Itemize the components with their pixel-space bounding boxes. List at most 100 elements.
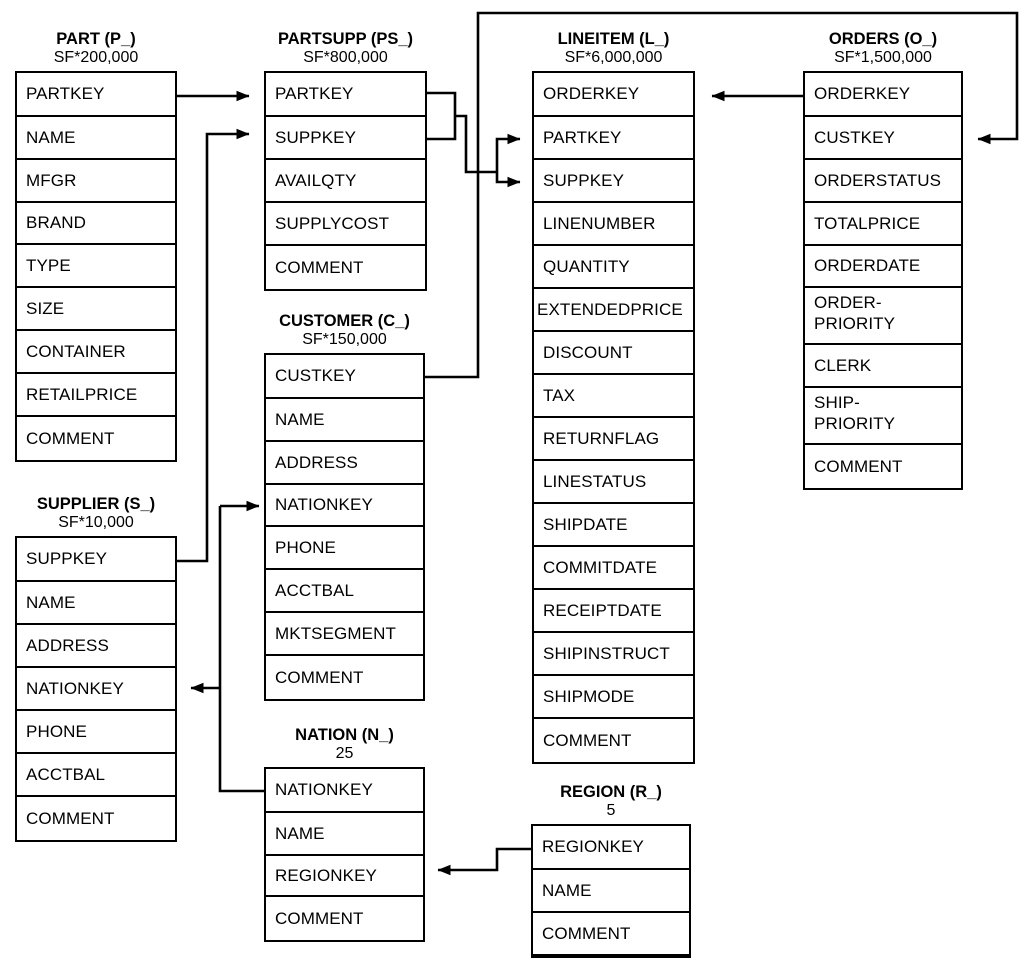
field-partsupp-availqty[interactable]: AVAILQTY — [266, 160, 425, 203]
field-part-type[interactable]: TYPE — [17, 245, 175, 288]
field-orders-orderkey[interactable]: ORDERKEY — [805, 73, 961, 117]
field-customer-nationkey[interactable]: NATIONKEY — [266, 485, 423, 527]
field-supplier-comment[interactable]: COMMENT — [26, 808, 115, 828]
wire-partsupp-partkey-stub — [427, 91, 457, 141]
field-partsupp-comment[interactable]: COMMENT — [275, 257, 364, 277]
entity-part-title: PART (P_) — [56, 30, 136, 48]
entity-supplier[interactable]: SUPPLIER (S_) SF*10,000 SUPPKEY NAME ADD… — [15, 494, 177, 842]
field-partsupp-supplycost[interactable]: SUPPLYCOST — [266, 203, 425, 246]
entity-lineitem-box: ORDERKEY PARTKEY SUPPKEY LINENUMBER QUAN… — [532, 71, 695, 764]
entity-part-box: PARTKEY NAME MFGR BRAND TYPE SIZE CONTAI… — [15, 71, 177, 462]
entity-part-cardinality: SF*200,000 — [53, 49, 139, 66]
field-part-container[interactable]: CONTAINER — [17, 331, 175, 374]
field-lineitem-returnflag[interactable]: RETURNFLAG — [534, 418, 693, 461]
field-lineitem-receiptdate[interactable]: RECEIPTDATE — [534, 590, 693, 633]
field-part-mfgr[interactable]: MFGR — [17, 160, 175, 203]
entity-customer-title: CUSTOMER (C_) — [279, 312, 410, 330]
entity-region-cardinality: 5 — [606, 802, 616, 819]
field-partsupp-suppkey[interactable]: SUPPKEY — [266, 117, 425, 160]
field-lineitem-linenumber[interactable]: LINENUMBER — [534, 203, 693, 246]
entity-customer-box: CUSTKEY NAME ADDRESS NATIONKEY PHONE ACC… — [264, 353, 425, 701]
field-part-brand[interactable]: BRAND — [17, 203, 175, 245]
entity-orders-box: ORDERKEY CUSTKEY ORDERSTATUS TOTALPRICE … — [803, 71, 963, 490]
field-supplier-nationkey[interactable]: NATIONKEY — [17, 668, 175, 711]
entity-lineitem[interactable]: LINEITEM (L_) SF*6,000,000 ORDERKEY PART… — [532, 29, 695, 764]
field-nation-comment[interactable]: COMMENT — [275, 908, 364, 928]
field-part-retailprice[interactable]: RETAILPRICE — [17, 374, 175, 417]
field-supplier-acctbal[interactable]: ACCTBAL — [17, 754, 175, 797]
field-supplier-name[interactable]: NAME — [17, 582, 175, 625]
entity-lineitem-cardinality: SF*6,000,000 — [564, 49, 663, 66]
field-orders-totalprice[interactable]: TOTALPRICE — [805, 203, 961, 246]
wire-partsupp-branch-trunk — [455, 114, 497, 174]
entity-orders-title: ORDERS (O_) — [828, 30, 938, 48]
field-orders-orderdate[interactable]: ORDERDATE — [805, 246, 961, 288]
field-lineitem-discount[interactable]: DISCOUNT — [534, 332, 693, 375]
entity-region-title: REGION (R_) — [560, 783, 662, 801]
entity-partsupp-box: PARTKEY SUPPKEY AVAILQTY SUPPLYCOST COMM… — [264, 71, 427, 291]
entity-customer-cardinality: SF*150,000 — [302, 331, 387, 348]
field-part-size[interactable]: SIZE — [17, 288, 175, 331]
field-customer-name[interactable]: NAME — [266, 399, 423, 442]
wire-region-to-nation — [437, 847, 531, 876]
field-orders-shippriority[interactable]: SHIP- PRIORITY — [805, 388, 961, 445]
field-customer-mktsegment[interactable]: MKTSEGMENT — [266, 613, 423, 656]
field-lineitem-partkey[interactable]: PARTKEY — [534, 117, 693, 160]
entity-nation-box: NATIONKEY NAME REGIONKEY COMMENT — [264, 767, 425, 942]
field-lineitem-commitdate[interactable]: COMMITDATE — [534, 547, 693, 590]
wire-supplier-to-partsupp — [177, 128, 250, 563]
wire-partsupp-to-lineitem-suppkey — [495, 172, 521, 188]
field-orders-orderstatus[interactable]: ORDERSTATUS — [805, 160, 961, 203]
wire-nation-trunk — [218, 506, 264, 793]
entity-customer[interactable]: CUSTOMER (C_) SF*150,000 CUSTKEY NAME AD… — [264, 311, 425, 701]
field-orders-custkey[interactable]: CUSTKEY — [805, 117, 961, 160]
field-lineitem-suppkey[interactable]: SUPPKEY — [534, 160, 693, 203]
entity-supplier-box: SUPPKEY NAME ADDRESS NATIONKEY PHONE ACC… — [15, 536, 177, 842]
field-part-name[interactable]: NAME — [17, 117, 175, 160]
entity-region[interactable]: REGION (R_) 5 REGIONKEY NAME COMMENT — [531, 782, 691, 958]
field-lineitem-shipinstruct[interactable]: SHIPINSTRUCT — [534, 633, 693, 676]
field-lineitem-comment[interactable]: COMMENT — [543, 730, 632, 750]
field-part-comment[interactable]: COMMENT — [26, 428, 115, 448]
field-lineitem-quantity[interactable]: QUANTITY — [534, 246, 693, 289]
field-customer-acctbal[interactable]: ACCTBAL — [266, 570, 423, 613]
entity-supplier-cardinality: SF*10,000 — [58, 514, 134, 531]
field-customer-address[interactable]: ADDRESS — [266, 442, 423, 485]
field-lineitem-orderkey[interactable]: ORDERKEY — [534, 73, 693, 117]
field-region-name[interactable]: NAME — [533, 870, 689, 913]
field-lineitem-tax[interactable]: TAX — [534, 375, 693, 418]
entity-partsupp-cardinality: SF*800,000 — [303, 49, 388, 66]
entity-nation[interactable]: NATION (N_) 25 NATIONKEY NAME REGIONKEY … — [264, 725, 425, 942]
field-supplier-phone[interactable]: PHONE — [17, 711, 175, 754]
entity-lineitem-title: LINEITEM (L_) — [557, 30, 670, 48]
field-customer-comment[interactable]: COMMENT — [275, 667, 364, 687]
entity-orders[interactable]: ORDERS (O_) SF*1,500,000 ORDERKEY CUSTKE… — [803, 29, 963, 490]
field-orders-comment[interactable]: COMMENT — [814, 456, 903, 476]
field-region-comment[interactable]: COMMENT — [533, 913, 689, 956]
wire-partsupp-to-lineitem-partkey — [495, 133, 521, 172]
entity-nation-title: NATION (N_) — [295, 726, 394, 744]
entity-part[interactable]: PART (P_) SF*200,000 PARTKEY NAME MFGR B… — [15, 29, 177, 462]
field-orders-clerk[interactable]: CLERK — [805, 345, 961, 388]
field-supplier-suppkey[interactable]: SUPPKEY — [17, 538, 175, 582]
field-lineitem-shipdate[interactable]: SHIPDATE — [534, 504, 693, 547]
field-partsupp-partkey[interactable]: PARTKEY — [266, 73, 425, 117]
entity-region-box: REGIONKEY NAME COMMENT — [531, 824, 691, 958]
field-nation-nationkey[interactable]: NATIONKEY — [266, 769, 423, 813]
field-region-regionkey[interactable]: REGIONKEY — [533, 826, 689, 870]
field-nation-name[interactable]: NAME — [266, 813, 423, 856]
field-orders-orderpriority[interactable]: ORDER- PRIORITY — [805, 288, 961, 345]
field-part-partkey[interactable]: PARTKEY — [17, 73, 175, 117]
field-lineitem-extendedprice[interactable]: EXTENDEDPRICE — [534, 289, 693, 332]
field-customer-custkey[interactable]: CUSTKEY — [266, 355, 423, 399]
field-lineitem-shipmode[interactable]: SHIPMODE — [534, 676, 693, 719]
entity-supplier-title: SUPPLIER (S_) — [36, 495, 156, 513]
field-lineitem-linestatus[interactable]: LINESTATUS — [534, 461, 693, 504]
field-nation-regionkey[interactable]: REGIONKEY — [266, 856, 423, 897]
entity-partsupp-title: PARTSUPP (PS_) — [277, 30, 414, 48]
entity-nation-cardinality: 25 — [335, 745, 354, 762]
field-customer-phone[interactable]: PHONE — [266, 527, 423, 570]
entity-partsupp[interactable]: PARTSUPP (PS_) SF*800,000 PARTKEY SUPPKE… — [264, 29, 427, 291]
field-supplier-address[interactable]: ADDRESS — [17, 625, 175, 668]
